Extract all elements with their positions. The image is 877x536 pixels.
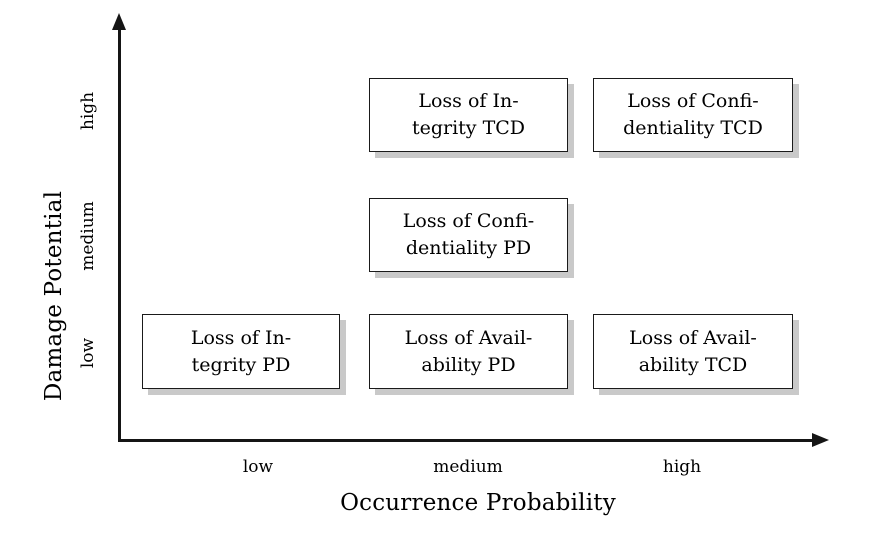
y-axis-title: Damage Potential bbox=[41, 190, 67, 402]
x-axis-arrow-icon bbox=[812, 433, 829, 447]
x-tick-label-medium: medium bbox=[433, 457, 503, 477]
x-axis-line bbox=[118, 439, 818, 442]
y-tick-label-high: high bbox=[78, 91, 98, 131]
risk-box-availability-tcd[interactable]: Loss of Avail- ability TCD bbox=[593, 314, 793, 389]
y-axis-line bbox=[118, 28, 121, 442]
risk-box-line-2: ability PD bbox=[421, 353, 516, 376]
x-tick-label-low: low bbox=[242, 457, 274, 477]
risk-box-confidentiality-tcd[interactable]: Loss of Confi- dentiality TCD bbox=[593, 78, 793, 152]
risk-box-line-2: tegrity PD bbox=[191, 353, 291, 376]
risk-box-line-2: tegrity TCD bbox=[411, 117, 526, 139]
risk-box-integrity-pd[interactable]: Loss of In- tegrity PD bbox=[142, 314, 340, 389]
y-tick-label-medium: medium bbox=[78, 201, 98, 271]
risk-box-line-1: Loss of In- bbox=[190, 326, 292, 349]
risk-box-line-1: Loss of Avail- bbox=[629, 326, 757, 349]
risk-box-confidentiality-pd[interactable]: Loss of Confi- dentiality PD bbox=[369, 198, 568, 272]
y-axis-arrow-icon bbox=[112, 13, 126, 30]
risk-box-availability-pd[interactable]: Loss of Avail- ability PD bbox=[369, 314, 568, 389]
risk-box-line-1: Loss of Confi- bbox=[627, 90, 759, 113]
risk-box-line-1: Loss of In- bbox=[418, 90, 519, 113]
x-axis-title: Occurrence Probability bbox=[340, 490, 616, 516]
risk-box-line-1: Loss of Confi- bbox=[402, 210, 535, 233]
risk-box-line-2: dentiality PD bbox=[405, 237, 532, 259]
x-tick-label-high: high bbox=[662, 457, 702, 477]
risk-box-line-1: Loss of Avail- bbox=[404, 326, 533, 349]
risk-box-line-2: dentiality TCD bbox=[623, 117, 763, 139]
y-tick-label-low: low bbox=[78, 337, 98, 369]
risk-box-line-2: ability TCD bbox=[638, 353, 748, 376]
risk-box-integrity-tcd[interactable]: Loss of In- tegrity TCD bbox=[369, 78, 568, 152]
